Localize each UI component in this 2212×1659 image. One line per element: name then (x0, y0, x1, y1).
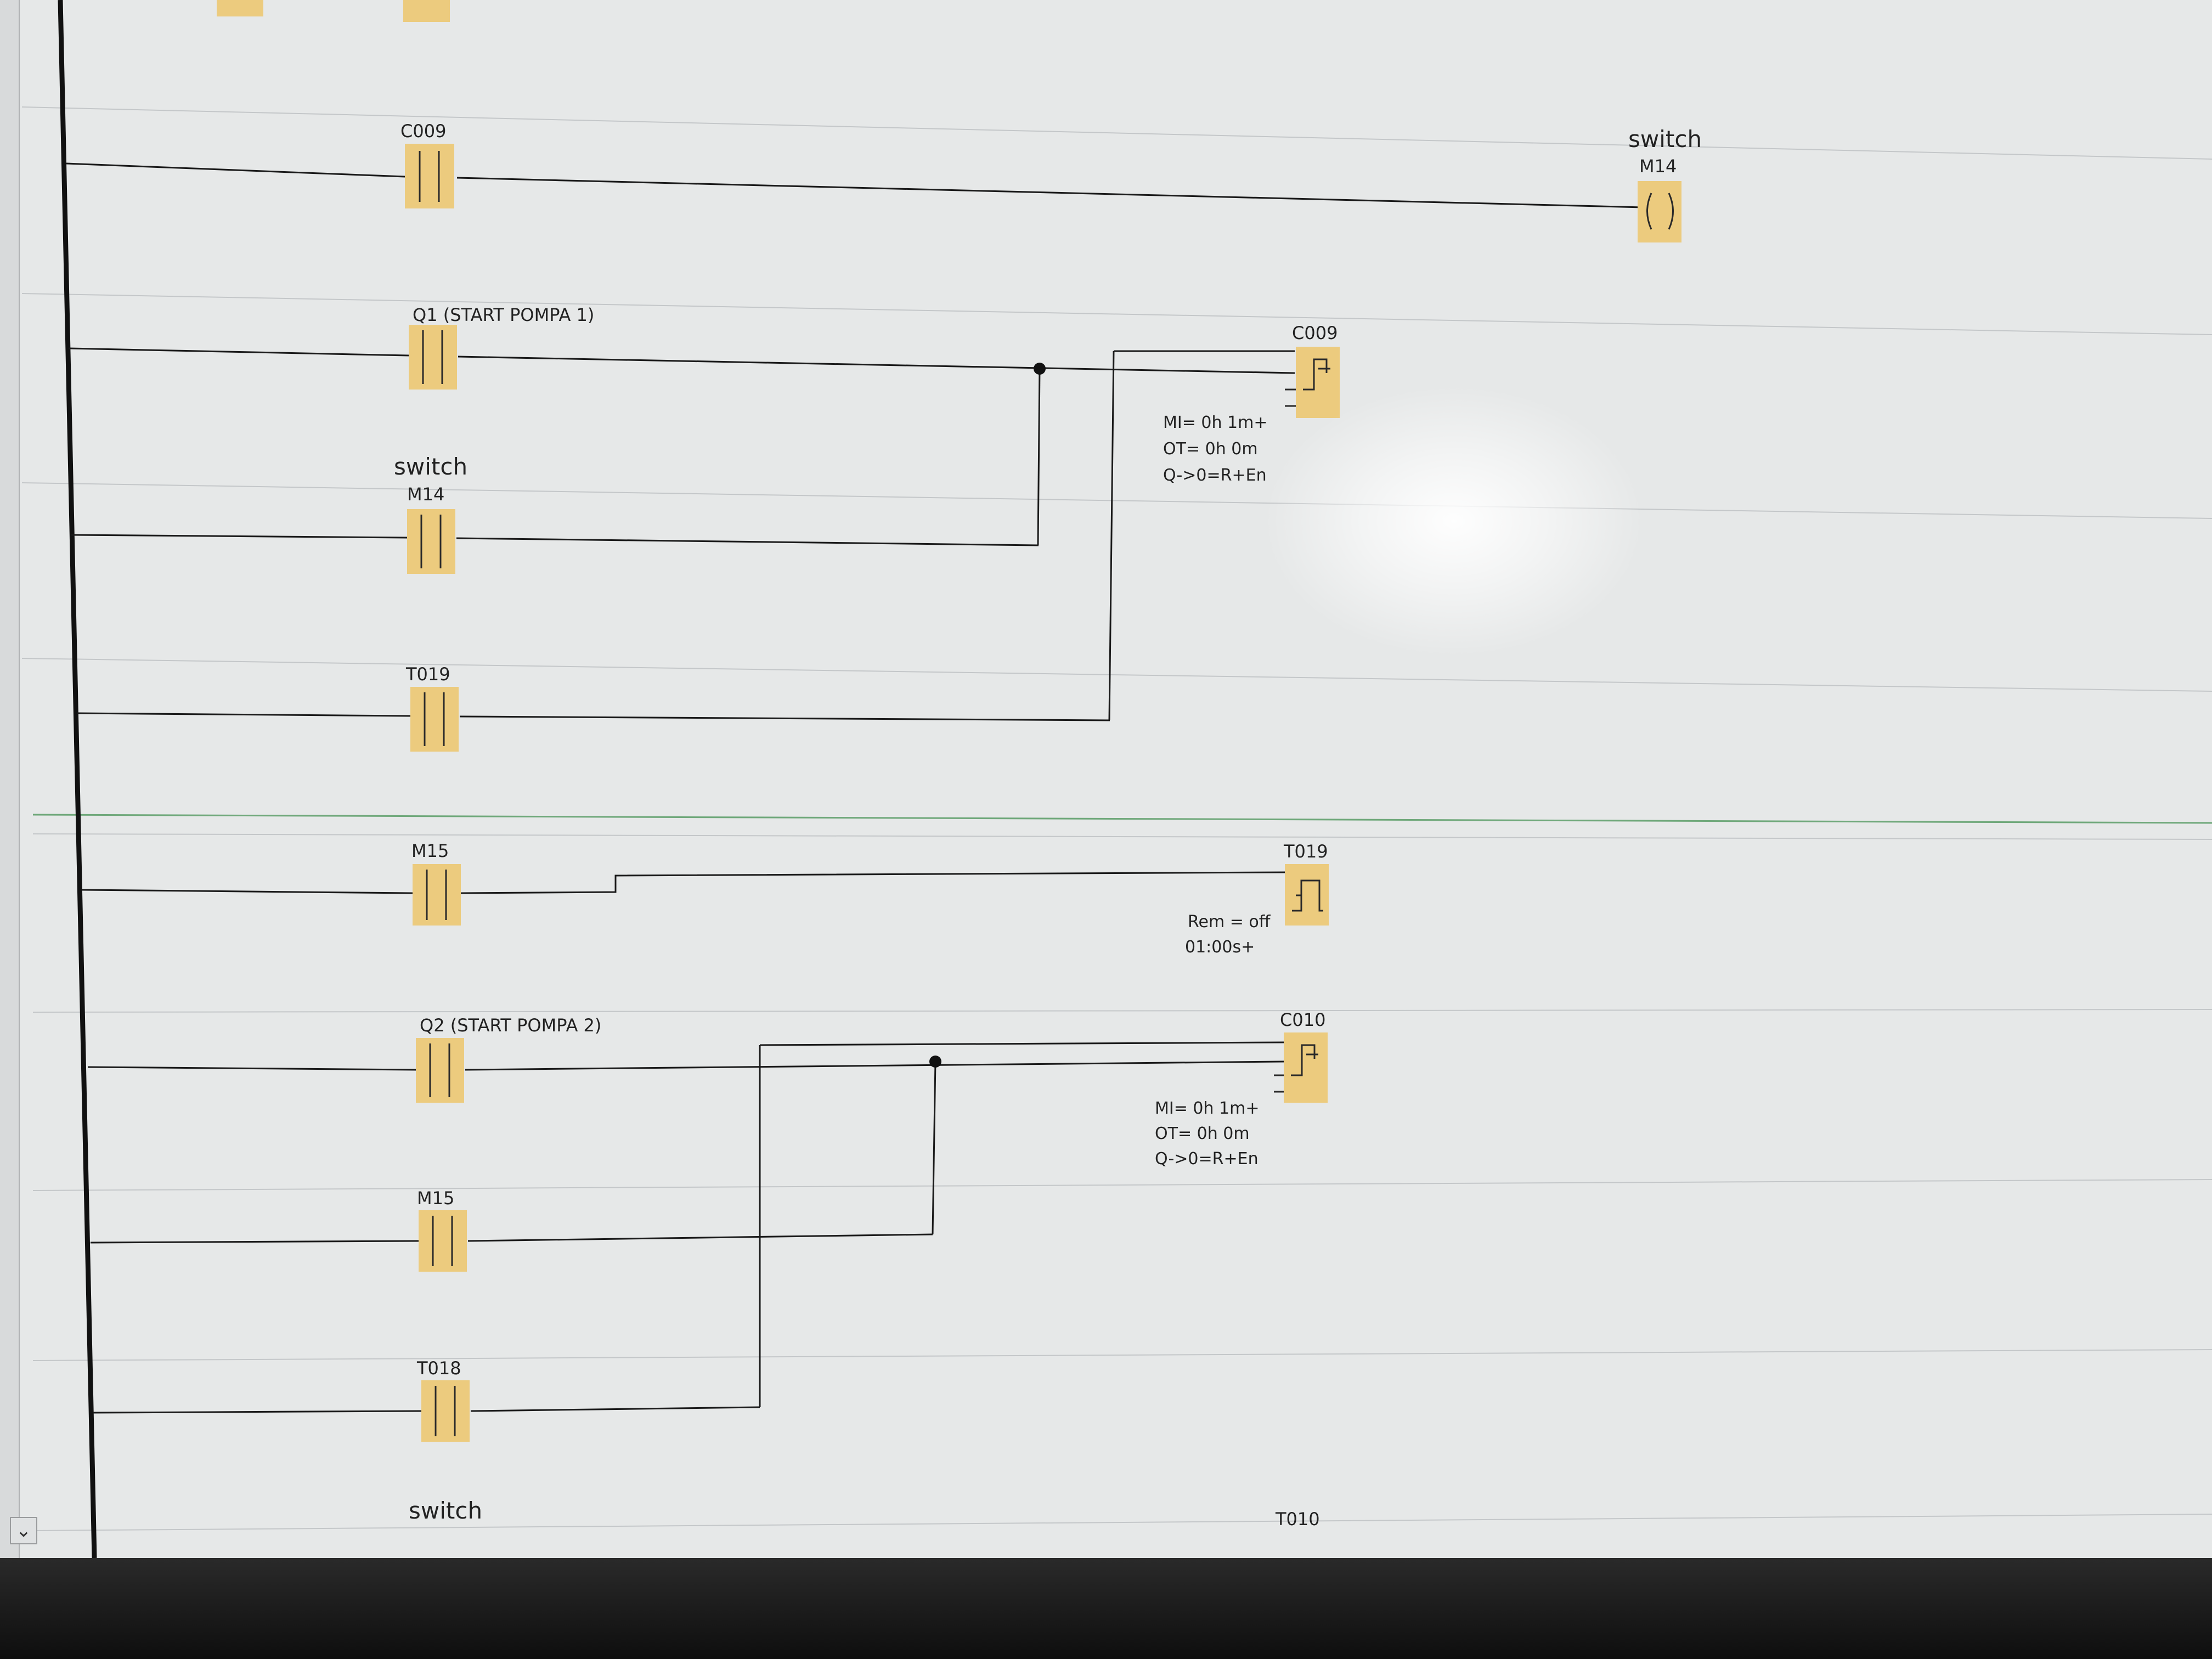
coil-m14-name: switch (1628, 126, 1702, 153)
left-power-rail (58, 0, 97, 1558)
counter-c009-param-ot: OT= 0h 0m (1163, 439, 1258, 459)
contact-t018[interactable]: T018 (416, 1358, 470, 1442)
counter-c010-param-mi: MI= 0h 1m+ (1155, 1099, 1260, 1118)
timer-t019-param-rem: Rem = off (1188, 912, 1271, 932)
contact-c009-label: C009 (400, 121, 446, 142)
junction-dot (1034, 363, 1046, 375)
contact-c009[interactable]: C009 (400, 121, 454, 208)
contact-m14[interactable]: switch M14 (394, 453, 467, 574)
timer-partial-label: T010 (1275, 1509, 1320, 1530)
contact-t018-label: T018 (416, 1358, 461, 1379)
partial-block-top-2 (403, 0, 450, 22)
contact-m15-b-label: M15 (417, 1188, 454, 1209)
rung-separators (21, 106, 2212, 1531)
contact-q1[interactable]: Q1 (START POMPA 1) (409, 304, 594, 390)
contact-t019-label: T019 (405, 664, 450, 685)
coil-m14[interactable]: switch M14 (1628, 126, 1702, 242)
contact-m15-a-label: M15 (411, 840, 449, 861)
chevron-down-icon: ⌄ (15, 1520, 32, 1542)
counter-c010-param-ot: OT= 0h 0m (1155, 1124, 1250, 1143)
editor-left-margin (0, 0, 20, 1558)
monitor-bezel (0, 1558, 2212, 1659)
contact-m14-name: switch (394, 453, 467, 480)
counter-c009-label: C009 (1292, 323, 1338, 343)
counter-c010-label: C010 (1280, 1009, 1325, 1030)
junction-dot-2 (929, 1056, 941, 1068)
contact-t019[interactable]: T019 (405, 664, 459, 752)
counter-c009-block[interactable]: C009 (1285, 323, 1340, 418)
contact-m15-b[interactable]: M15 (417, 1188, 467, 1272)
counter-c010-block[interactable]: C010 (1274, 1009, 1328, 1103)
contact-q2[interactable]: Q2 (START POMPA 2) (416, 1015, 601, 1103)
timer-t019-param-time: 01:00s+ (1185, 938, 1255, 957)
counter-c009-param-q: Q->0=R+En (1163, 466, 1267, 485)
timer-t019-block[interactable]: T019 (1283, 841, 1329, 926)
timer-t019-label: T019 (1283, 841, 1328, 862)
contact-switch-name: switch (409, 1497, 482, 1524)
contact-m15-a[interactable]: M15 (411, 840, 461, 926)
contact-q2-label: Q2 (START POMPA 2) (420, 1015, 601, 1036)
network-separator (32, 814, 2212, 824)
partial-block-top-1 (217, 0, 263, 16)
counter-c010-params: MI= 0h 1m+ OT= 0h 0m Q->0=R+En (1155, 1099, 1260, 1169)
ladder-editor-screen: C009 switch M14 Q1 (START POMPA 1) (0, 0, 2212, 1558)
scroll-down-button[interactable]: ⌄ (10, 1517, 37, 1544)
counter-c009-params: MI= 0h 1m+ OT= 0h 0m Q->0=R+En (1163, 413, 1268, 485)
ladder-diagram-canvas: C009 switch M14 Q1 (START POMPA 1) (21, 0, 2212, 1558)
counter-c009-param-mi: MI= 0h 1m+ (1163, 413, 1268, 432)
timer-t019-params: Rem = off 01:00s+ (1185, 912, 1271, 957)
contact-q1-label: Q1 (START POMPA 1) (413, 304, 594, 325)
contact-m14-label: M14 (407, 484, 444, 505)
coil-m14-label: M14 (1639, 156, 1677, 177)
counter-c010-param-q: Q->0=R+En (1155, 1149, 1259, 1169)
